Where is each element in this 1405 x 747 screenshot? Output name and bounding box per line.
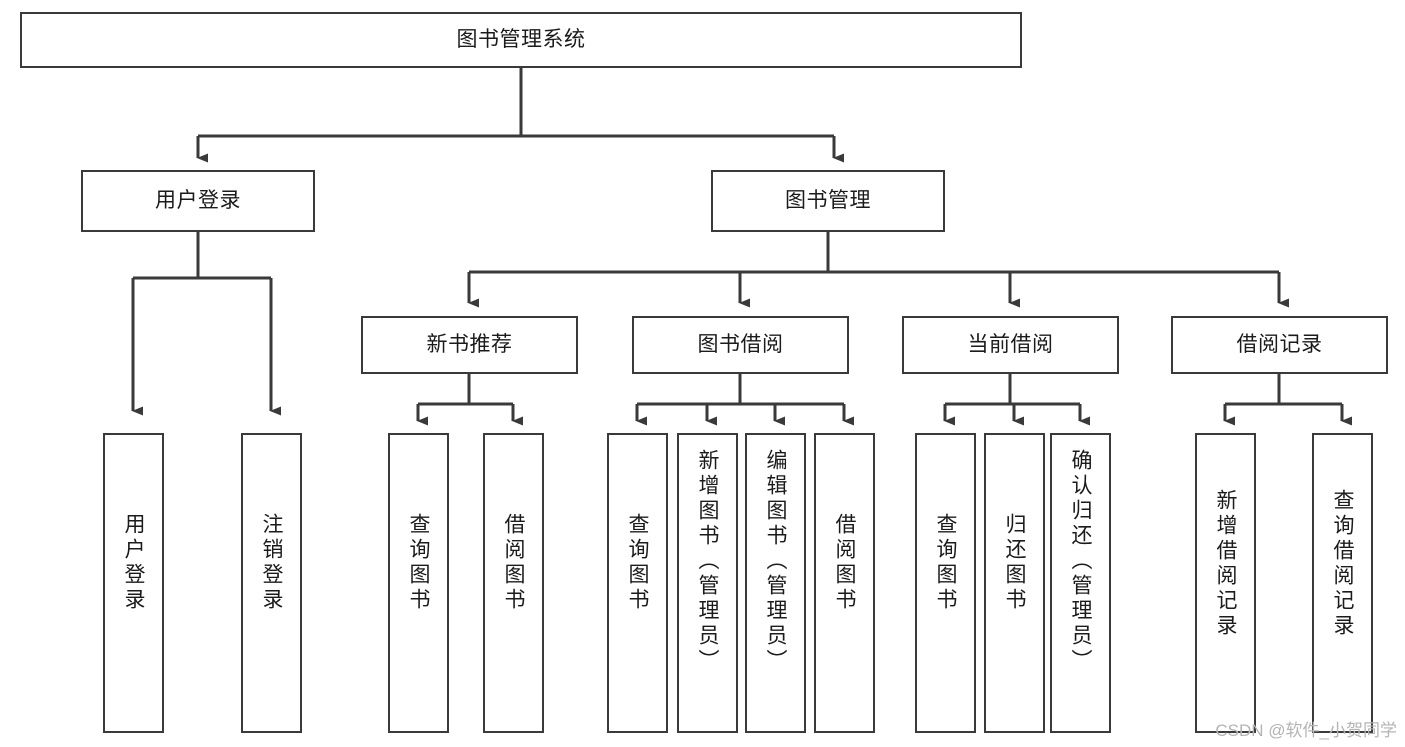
leaf-add-borrow-record-label: 新增借阅记录 [1214, 489, 1237, 639]
leaf-query-borrow-record[interactable]: 查询借阅记录 [1312, 433, 1373, 733]
leaf-add-borrow-record[interactable]: 新增借阅记录 [1195, 433, 1256, 733]
leaf-add-book-admin[interactable]: 新增图书（管理员） [677, 433, 738, 733]
node-new-book-recommend[interactable]: 新书推荐 [361, 316, 578, 374]
node-borrow-record-label: 借阅记录 [1236, 333, 1323, 357]
node-user-login-label: 用户登录 [155, 189, 241, 213]
leaf-new-book-query-label: 查询图书 [407, 513, 430, 613]
leaf-current-query-book[interactable]: 查询图书 [915, 433, 976, 733]
node-book-management[interactable]: 图书管理 [711, 170, 945, 232]
node-book-borrow-label: 图书借阅 [697, 333, 784, 357]
leaf-new-book-query[interactable]: 查询图书 [388, 433, 449, 733]
leaf-borrow-query-book-label: 查询图书 [626, 513, 649, 613]
leaf-edit-book-admin[interactable]: 编辑图书（管理员） [745, 433, 806, 733]
node-root-system[interactable]: 图书管理系统 [20, 12, 1022, 68]
node-borrow-record[interactable]: 借阅记录 [1171, 316, 1388, 374]
node-root-system-label: 图书管理系统 [456, 28, 586, 52]
leaf-borrow-query-book[interactable]: 查询图书 [607, 433, 668, 733]
node-book-borrow[interactable]: 图书借阅 [632, 316, 849, 374]
node-book-management-label: 图书管理 [785, 189, 871, 213]
leaf-user-login-label: 用户登录 [122, 513, 145, 613]
leaf-new-book-borrow-label: 借阅图书 [502, 513, 525, 613]
node-new-book-recommend-label: 新书推荐 [426, 333, 513, 357]
node-current-borrow-label: 当前借阅 [967, 333, 1054, 357]
leaf-return-book[interactable]: 归还图书 [984, 433, 1045, 733]
leaf-current-query-book-label: 查询图书 [934, 513, 957, 613]
leaf-query-borrow-record-label: 查询借阅记录 [1331, 489, 1354, 639]
leaf-logout[interactable]: 注销登录 [241, 433, 302, 733]
leaf-user-login[interactable]: 用户登录 [103, 433, 164, 733]
node-user-login[interactable]: 用户登录 [81, 170, 315, 232]
leaf-confirm-return-admin-label: 确认归还（管理员） [1069, 449, 1092, 674]
leaf-edit-book-admin-label: 编辑图书（管理员） [764, 449, 787, 674]
leaf-return-book-label: 归还图书 [1003, 513, 1026, 613]
leaf-confirm-return-admin[interactable]: 确认归还（管理员） [1050, 433, 1111, 733]
leaf-borrow-book[interactable]: 借阅图书 [814, 433, 875, 733]
leaf-logout-label: 注销登录 [260, 513, 283, 613]
node-current-borrow[interactable]: 当前借阅 [902, 316, 1119, 374]
leaf-borrow-book-label: 借阅图书 [833, 513, 856, 613]
leaf-add-book-admin-label: 新增图书（管理员） [696, 449, 719, 674]
leaf-new-book-borrow[interactable]: 借阅图书 [483, 433, 544, 733]
